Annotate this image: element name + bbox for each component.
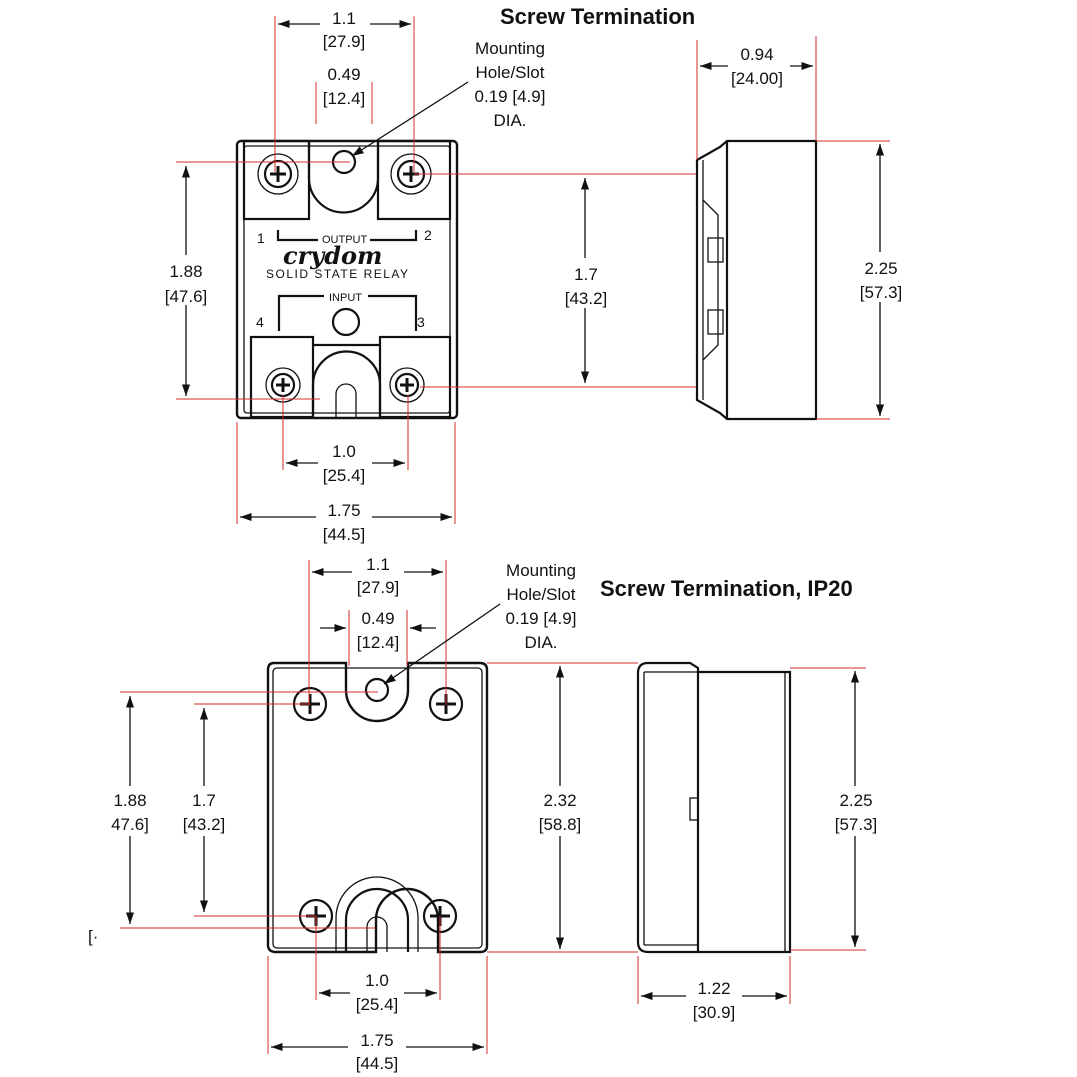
ip20-mounting-note-line3: 0.19 [4.9] — [506, 609, 577, 628]
ip20-mounting-note-line2: Hole/Slot — [507, 585, 576, 604]
ip20-dim-top-width: 1.1 — [366, 555, 390, 574]
input-label: INPUT — [329, 292, 362, 304]
title-screw-termination: Screw Termination — [500, 4, 695, 29]
ip20-dim-screw-spacing-mm: [43.2] — [183, 815, 226, 834]
mounting-note-line3: 0.19 [4.9] — [475, 87, 546, 106]
output-label: OUTPUT — [322, 234, 368, 246]
terminal-label-2: 2 — [424, 227, 432, 243]
ip20-mounting-note-line4: DIA. — [524, 633, 557, 652]
top-view-dimensions: 1.1 [27.9] 0.49 [12.4] Mounting Hole/Slo… — [160, 8, 697, 544]
top-front-view: OUTPUT 1 2 crydom SOLID STATE RELAY INPU… — [235, 139, 459, 420]
ip20-dim-side-depth-mm: [30.9] — [693, 1003, 736, 1022]
ip20-dim-bottom-spacing: 1.0 — [365, 971, 389, 990]
dim-top-width: 1.1 — [332, 9, 356, 28]
ip20-dim-overall-width: 1.75 — [360, 1031, 393, 1050]
dim-side-depth: 0.94 — [740, 45, 773, 64]
ip20-front-view — [266, 661, 489, 954]
ip20-dim-slot-width-mm: [12.4] — [357, 633, 400, 652]
dim-slot-width-mm: [12.4] — [323, 89, 366, 108]
ip20-dim-overall-height-mm: [58.8] — [539, 815, 582, 834]
terminal-label-3: 3 — [417, 314, 425, 330]
mounting-note-line2: Hole/Slot — [476, 63, 545, 82]
dim-height-mm: [47.6] — [165, 287, 208, 306]
ip20-edge-fragment: [· — [88, 927, 98, 946]
ip20-dim-height-mm: 47.6] — [111, 815, 149, 834]
brand-subtitle: SOLID STATE RELAY — [266, 267, 410, 281]
dim-screw-spacing: 1.7 — [574, 265, 598, 284]
ip20-relay-body — [266, 661, 489, 954]
ip20-dim-slot-width: 0.49 — [361, 609, 394, 628]
dim-slot-width: 0.49 — [327, 65, 360, 84]
dim-bottom-spacing-mm: [25.4] — [323, 466, 366, 485]
dim-bottom-spacing: 1.0 — [332, 442, 356, 461]
dim-top-width-mm: [27.9] — [323, 32, 366, 51]
mounting-note: Mounting — [475, 39, 545, 58]
ip20-dim-bottom-spacing-mm: [25.4] — [356, 995, 399, 1014]
title-screw-termination-ip20: Screw Termination, IP20 — [600, 576, 853, 601]
led-indicator — [331, 307, 361, 337]
ip20-dim-overall-width-mm: [44.5] — [356, 1054, 399, 1073]
terminal-label-1: 1 — [257, 230, 265, 246]
relay-body — [235, 139, 459, 420]
ip20-mounting-note: Mounting — [506, 561, 576, 580]
dim-side-height: 2.25 — [864, 259, 897, 278]
dim-side-depth-mm: [24.00] — [731, 69, 783, 88]
ip20-dim-side-depth: 1.22 — [697, 979, 730, 998]
top-side-view: 0.94 [24.00] 2.25 [57.3] — [695, 36, 910, 421]
screw-icon — [257, 153, 299, 195]
brand-logo: crydom — [283, 241, 382, 270]
ip20-dim-screw-spacing: 1.7 — [192, 791, 216, 810]
ip20-dimensions: 1.1 [27.9] 0.49 [12.4] Mounting Hole/Slo… — [88, 552, 638, 1074]
ip20-dim-side-height-mm: [57.3] — [835, 815, 878, 834]
terminal-label-4: 4 — [256, 314, 264, 330]
mounting-hole — [364, 677, 390, 703]
mounting-note-line4: DIA. — [493, 111, 526, 130]
ip20-dim-top-width-mm: [27.9] — [357, 578, 400, 597]
dim-overall-width-mm: [44.5] — [323, 525, 366, 544]
screw-icon — [389, 367, 425, 403]
dim-screw-spacing-mm: [43.2] — [565, 289, 608, 308]
ip20-dim-height: 1.88 — [113, 791, 146, 810]
dim-height: 1.88 — [169, 262, 202, 281]
ip20-dim-overall-height: 2.32 — [543, 791, 576, 810]
dim-side-height-mm: [57.3] — [860, 283, 903, 302]
ip20-side-view: 2.25 [57.3] 1.22 [30.9] — [636, 661, 886, 1022]
ip20-dim-side-height: 2.25 — [839, 791, 872, 810]
dim-overall-width: 1.75 — [327, 501, 360, 520]
